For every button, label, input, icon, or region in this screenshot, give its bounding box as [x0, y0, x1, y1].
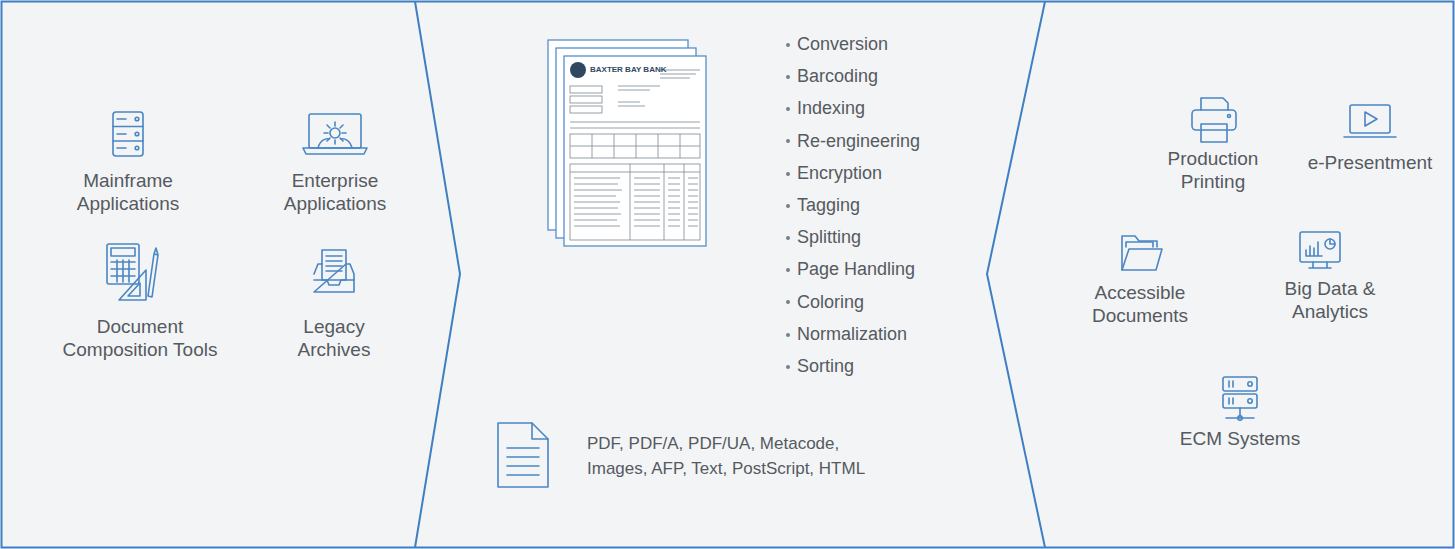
output-label: Production Printing — [1158, 148, 1268, 194]
source-label: Enterprise Applications — [275, 170, 395, 216]
process-item: Encryption — [797, 163, 997, 185]
process-item: Normalization — [797, 324, 997, 346]
output-label: ECM Systems — [1160, 428, 1320, 451]
process-item: Re-engineering — [797, 131, 997, 153]
bullet-dot — [786, 365, 790, 369]
process-item: Page Handling — [797, 259, 997, 281]
laptop-gear-icon — [303, 114, 367, 154]
source-label: Document Composition Tools — [55, 316, 225, 362]
format-list: PDF, PDF/A, PDF/UA, Metacode, Images, AF… — [587, 432, 887, 481]
process-item: Tagging — [797, 195, 997, 217]
process-item: Indexing — [797, 98, 997, 120]
process-item: Coloring — [797, 292, 997, 314]
statement-illustration — [548, 40, 706, 246]
bullet-dot — [786, 75, 790, 79]
bullet-dot — [786, 172, 790, 176]
server-icon — [113, 112, 143, 156]
output-label: Big Data & Analytics — [1275, 278, 1385, 324]
process-item: Barcoding — [797, 66, 997, 88]
bank-name: BAXTER BAY BANK — [590, 65, 680, 75]
composition-tools-icon — [107, 244, 158, 300]
bullet-dot — [786, 333, 790, 337]
printer-icon — [1192, 98, 1236, 142]
ecm-server-icon — [1223, 377, 1257, 420]
bullet-dot — [786, 204, 790, 208]
bullet-dot — [786, 236, 790, 240]
source-label: Mainframe Applications — [68, 170, 188, 216]
folder-icon — [1122, 236, 1162, 270]
chart-monitor-icon — [1300, 232, 1340, 268]
process-item: Sorting — [797, 356, 997, 378]
output-label: Accessible Documents — [1080, 282, 1200, 328]
process-item: Conversion — [797, 34, 997, 56]
bullet-dot — [786, 43, 790, 47]
process-item: Splitting — [797, 227, 997, 249]
file-icon — [498, 423, 548, 487]
laptop-play-icon — [1344, 105, 1396, 137]
output-label: e-Presentment — [1290, 152, 1450, 175]
source-label: Legacy Archives — [284, 316, 384, 362]
archive-tray-icon — [314, 250, 354, 292]
